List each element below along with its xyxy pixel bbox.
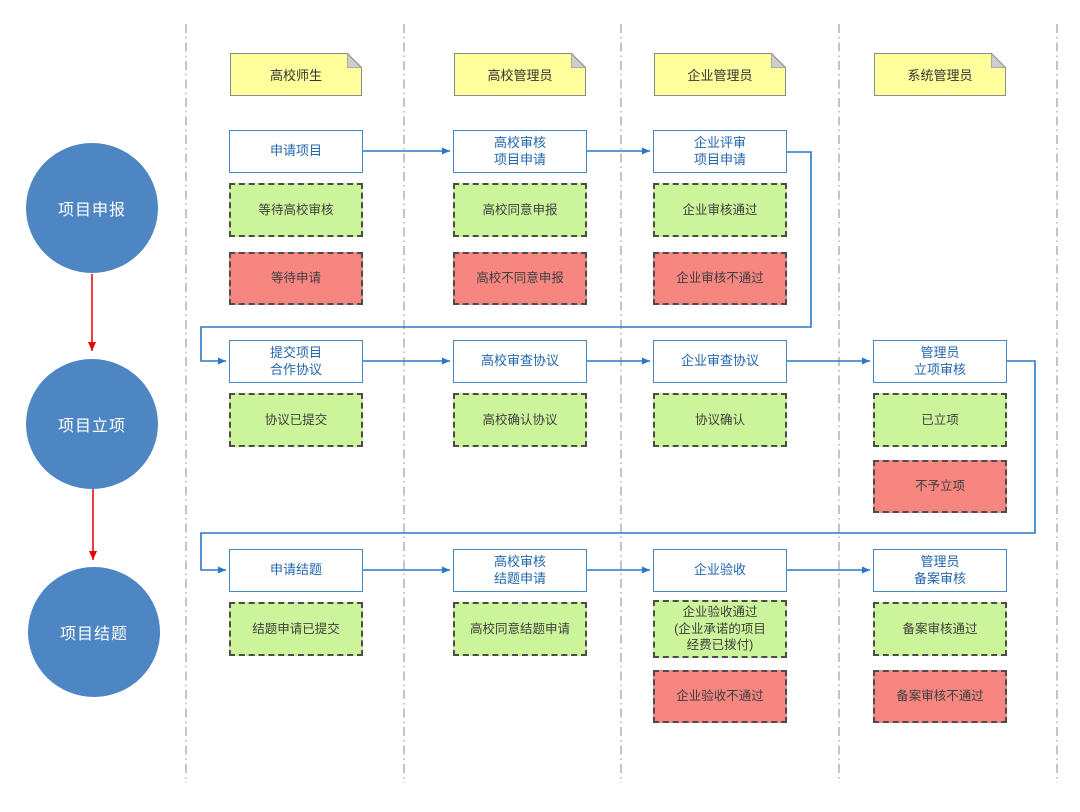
enterprise-acceptance-failed: 企业验收不通过 <box>653 670 787 723</box>
project-approved: 已立项 <box>873 393 1007 447</box>
lane-header-label: 企业管理员 <box>687 68 753 83</box>
folded-corner-icon <box>991 53 1006 68</box>
connector-admin-approval-to-apply-closure <box>200 360 1036 574</box>
stage-project-approval: 项目立项 <box>26 359 158 489</box>
enterprise-acceptance: 企业验收 <box>653 549 787 592</box>
university-review-application: 高校审核 项目申请 <box>453 130 587 173</box>
enterprise-review-failed: 企业审核不通过 <box>653 252 787 305</box>
folded-corner-icon <box>771 53 786 68</box>
submit-cooperation-agreement: 提交项目 合作协议 <box>229 340 363 383</box>
lane-header-label: 高校师生 <box>269 68 322 83</box>
waiting-apply: 等待申请 <box>229 252 363 305</box>
stage-label: 项目结题 <box>59 626 128 643</box>
lane-enterprise-admin-header: 企业管理员 <box>654 53 786 96</box>
university-agree-closure: 高校同意结题申请 <box>453 602 587 656</box>
lane-university-users-header: 高校师生 <box>230 53 362 96</box>
agreement-submitted: 协议已提交 <box>229 393 363 447</box>
record-review-failed: 备案审核不通过 <box>873 670 1007 723</box>
enterprise-acceptance-passed: 企业验收通过 (企业承诺的项目 经费已拨付) <box>653 600 787 658</box>
stage-label: 项目立项 <box>57 418 126 435</box>
agreement-confirmed: 协议确认 <box>653 393 787 447</box>
university-disagree-declare: 高校不同意申报 <box>453 252 587 305</box>
university-review-agreement: 高校审查协议 <box>453 340 587 383</box>
university-confirm-agreement: 高校确认协议 <box>453 393 587 447</box>
admin-approval-review: 管理员 立项审核 <box>873 340 1007 383</box>
flow-connectors <box>200 147 1036 574</box>
stage-project-declaration: 项目申报 <box>26 143 158 273</box>
lane-system-admin-header: 系统管理员 <box>874 53 1006 96</box>
lane-university-admin-header: 高校管理员 <box>454 53 586 96</box>
stage-project-closure: 项目结题 <box>28 567 160 697</box>
stage-arrows <box>88 274 97 560</box>
stage-label: 项目申报 <box>57 202 126 219</box>
apply-closure: 申请结题 <box>229 549 363 592</box>
enterprise-review-passed: 企业审核通过 <box>653 183 787 237</box>
university-review-closure: 高校审核 结题申请 <box>453 549 587 592</box>
lane-dividers <box>185 24 1058 783</box>
university-agree-declare: 高校同意申报 <box>453 183 587 237</box>
waiting-university-review: 等待高校审核 <box>229 183 363 237</box>
folded-corner-icon <box>571 53 586 68</box>
folded-corner-icon <box>347 53 362 68</box>
admin-record-review: 管理员 备案审核 <box>873 549 1007 592</box>
lane-header-label: 高校管理员 <box>487 68 553 83</box>
lane-header-label: 系统管理员 <box>907 68 973 83</box>
apply-project: 申请项目 <box>229 130 363 173</box>
enterprise-review-agreement: 企业审查协议 <box>653 340 787 383</box>
record-review-passed: 备案审核通过 <box>873 602 1007 656</box>
project-not-approved: 不予立项 <box>873 460 1007 513</box>
enterprise-review-application: 企业评审 项目申请 <box>653 130 787 173</box>
closure-submitted: 结题申请已提交 <box>229 602 363 656</box>
connector-enterprise-review-to-submit-agreement <box>200 151 812 365</box>
